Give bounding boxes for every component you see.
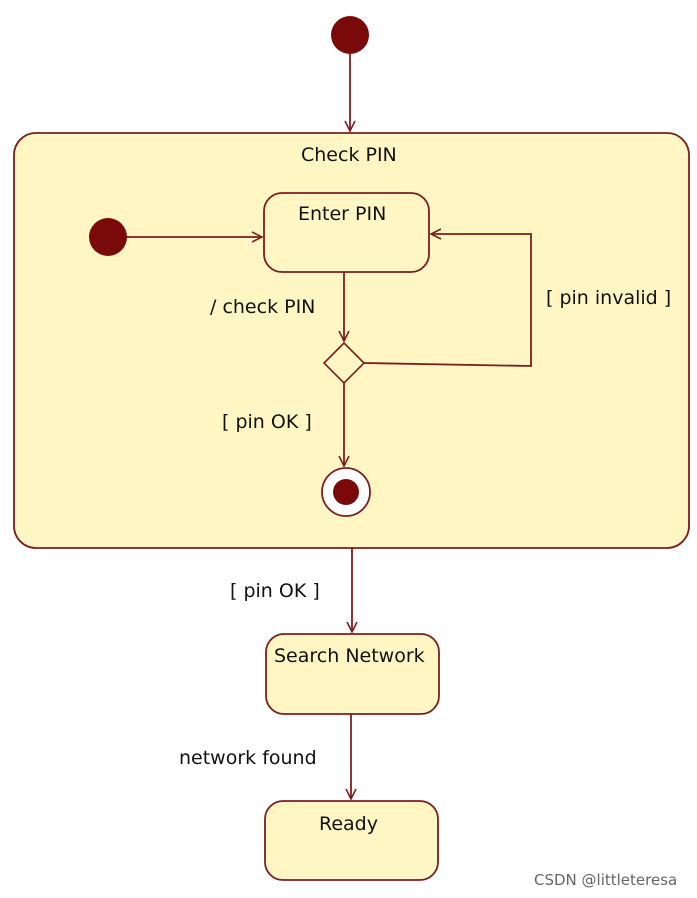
watermark: CSDN @littleteresa (534, 871, 678, 889)
initial-node-inner (89, 218, 127, 256)
state-ready-label: Ready (319, 813, 378, 835)
transition-pin-invalid-loop (363, 234, 532, 367)
final-node-core (333, 479, 359, 505)
transition-label-pin-invalid: [ pin invalid ] (546, 287, 672, 309)
state-enter-pin (263, 192, 430, 273)
state-ready (264, 800, 439, 881)
transition-label-inner-pin-ok: [ pin OK ] (222, 411, 312, 433)
state-enter-pin-label: Enter PIN (298, 203, 387, 225)
composite-state-title: Check PIN (301, 144, 397, 166)
transition-label-network-found: network found (179, 747, 317, 769)
initial-node-top (331, 16, 369, 54)
transition-label-check-pin: / check PIN (210, 296, 316, 318)
transition-label-outer-pin-ok: [ pin OK ] (230, 580, 320, 602)
state-search-network-label: Search Network (274, 645, 425, 667)
state-search-network (265, 633, 440, 715)
